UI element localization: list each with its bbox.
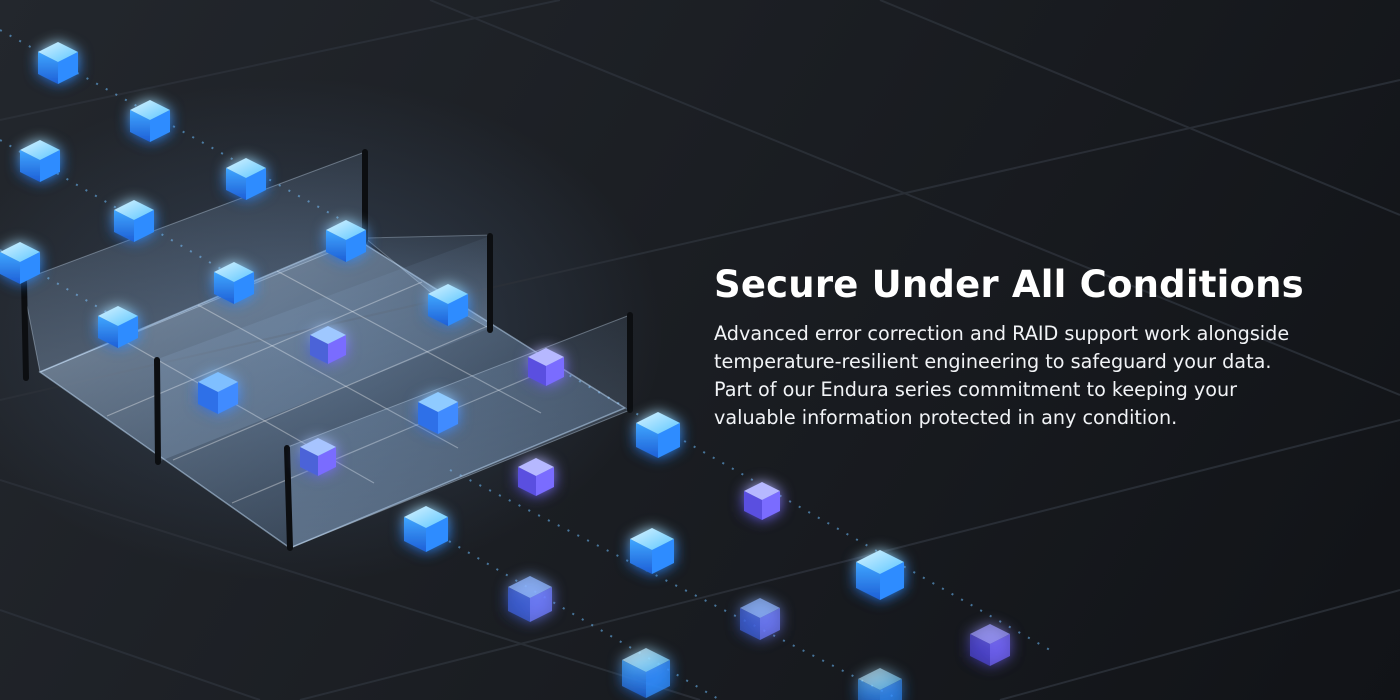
hero-description: Advanced error correction and RAID suppo… <box>714 322 1290 429</box>
hero-headline: Secure Under All Conditions <box>714 263 1304 306</box>
data-cubes <box>0 42 1010 700</box>
hero-copy: Secure Under All Conditions Advanced err… <box>714 262 1354 432</box>
